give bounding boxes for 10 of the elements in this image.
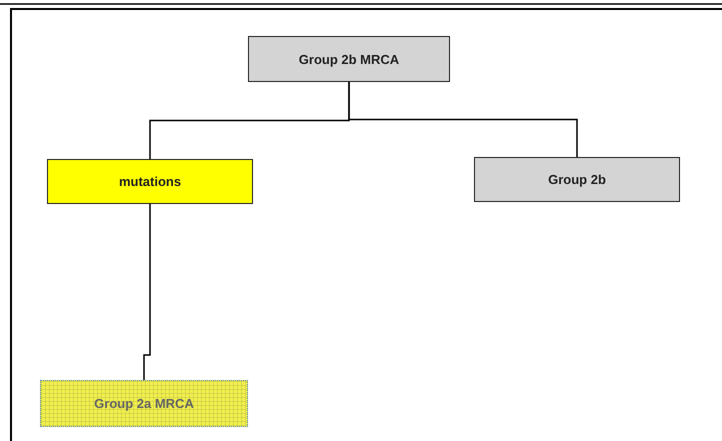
node-label: Group 2a MRCA [94,396,194,411]
node-label: mutations [118,174,182,189]
node-box [40,380,248,427]
node-label: Group 2b MRCA [298,52,400,66]
node-label: Group 2b [548,172,606,187]
connector-line [348,82,578,157]
node-box [248,36,450,82]
node-box [474,157,680,202]
connector-line [143,204,151,380]
node-box [47,159,253,204]
